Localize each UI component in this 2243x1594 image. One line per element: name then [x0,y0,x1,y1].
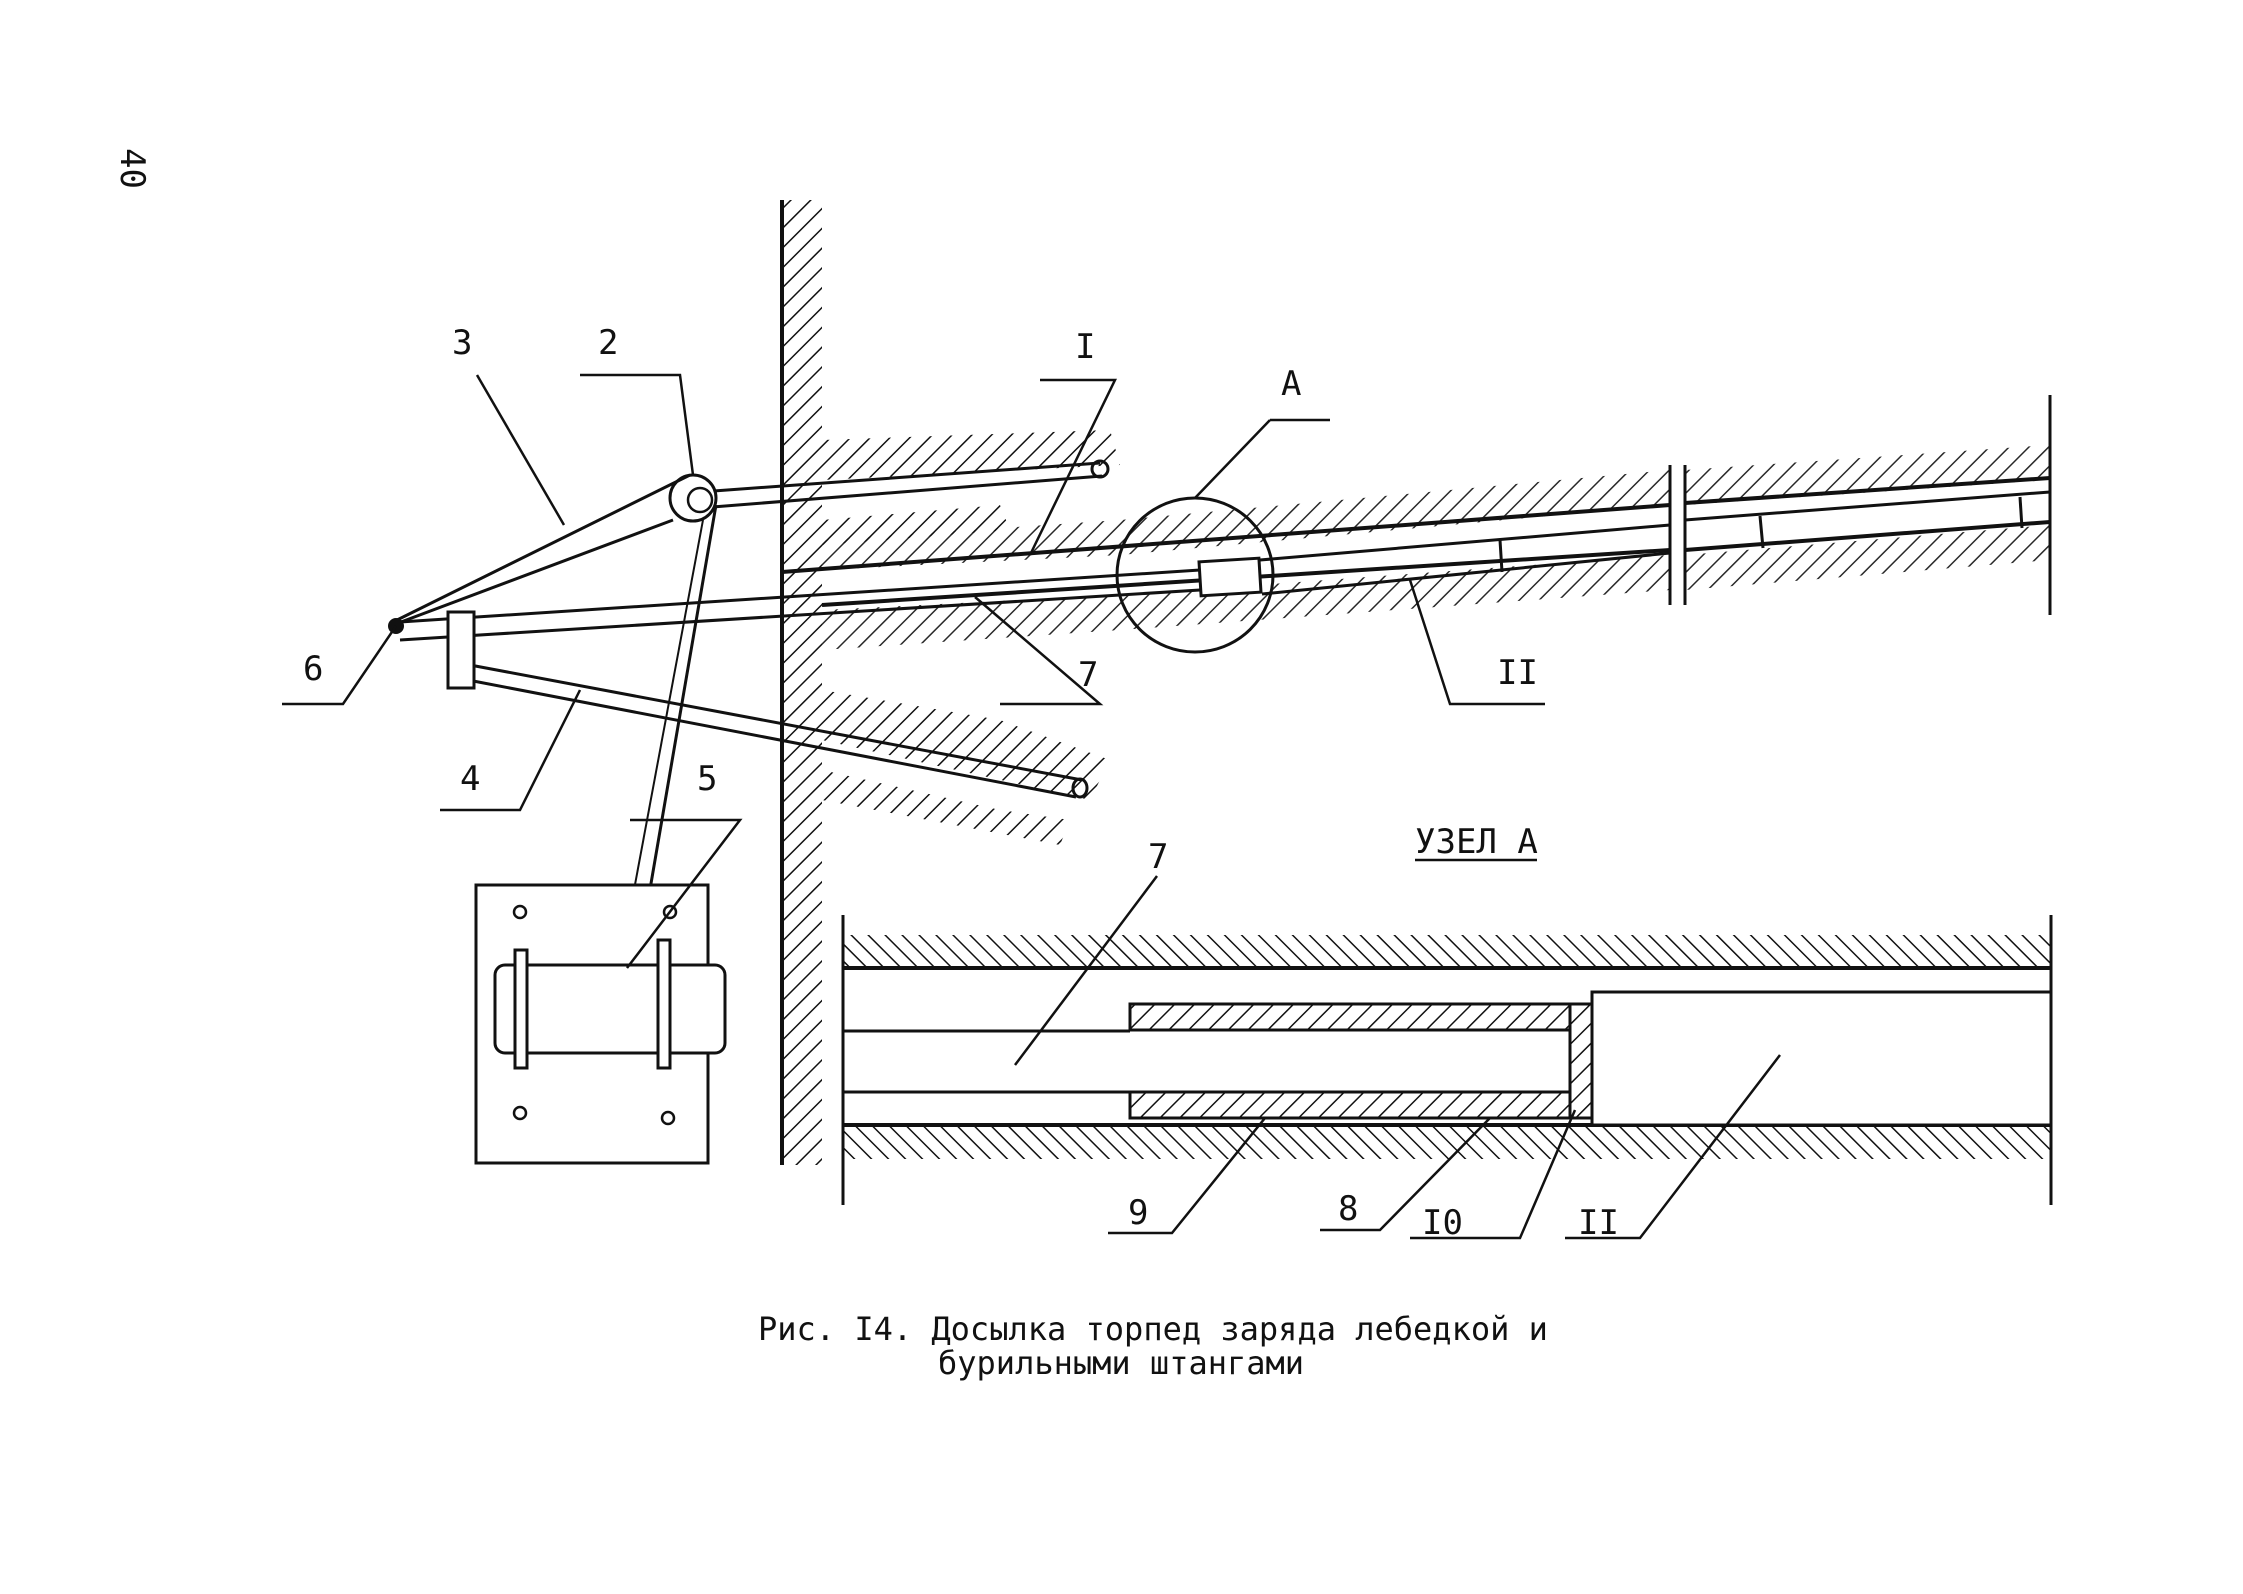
torpedo-charge [1197,490,2051,598]
detail-label-8: 8 [1338,1189,1358,1229]
lower-anchor-hole [822,690,1110,845]
detail-leader-lines [1014,875,1781,1240]
anchor-rod-upper [699,459,1110,510]
label-4: 4 [460,759,480,799]
label-7: 7 [1078,655,1098,695]
label-2: 2 [598,323,618,363]
leader-lines [282,373,1545,969]
caption-line-1: Рис. I4. Досылка торпед заряда лебедкой … [758,1310,1548,1348]
label-6: 6 [303,649,323,689]
rock-face-wall [780,200,822,1165]
detail-label-7: 7 [1148,837,1168,877]
anchor-rod-lower [467,663,1089,799]
label-5: 5 [697,759,717,799]
label-3: 3 [452,323,472,363]
detail-node-a [841,915,2053,1205]
detail-label-9: 9 [1128,1193,1148,1233]
detail-title: УЗЕЛ А [1415,822,1538,862]
drill-rod [399,568,1201,642]
figure-caption: Рис. I4. Досылка торпед заряда лебедкой … [758,1312,1548,1380]
detail-label-11: II [1578,1203,1619,1243]
label-11: II [1497,653,1538,693]
node-a-callout [1115,418,1330,654]
detail-label-10: I0 [1422,1203,1463,1243]
caption-line-2: бурильными штангами [938,1344,1305,1382]
label-a: A [1281,364,1301,404]
rod-clamp [388,610,476,690]
winch [474,883,727,1165]
label-1: I [1075,327,1095,367]
